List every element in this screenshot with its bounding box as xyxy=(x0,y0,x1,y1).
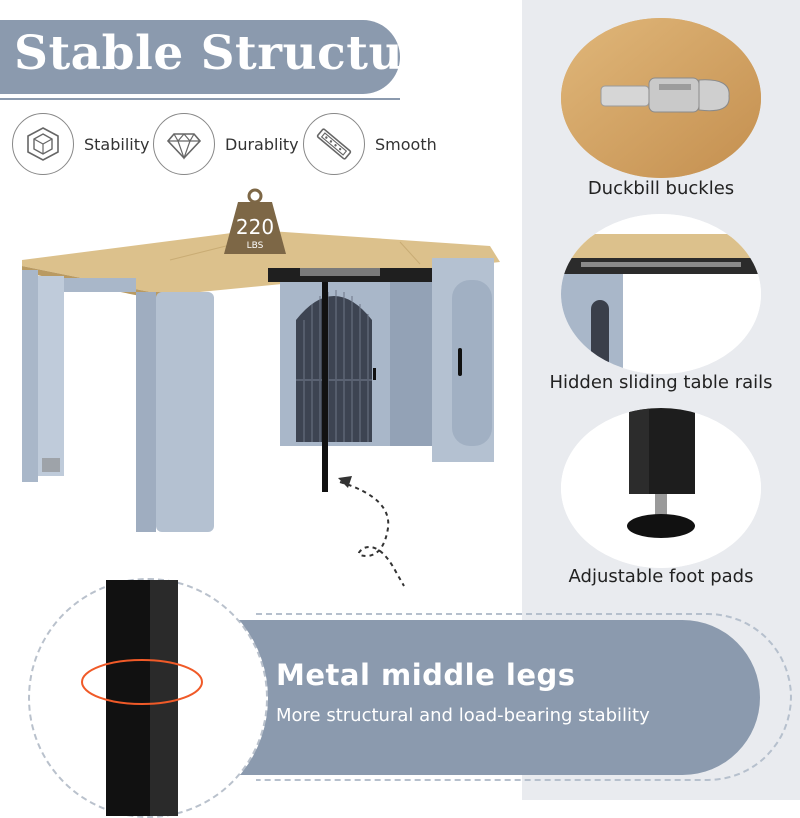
diamond-icon xyxy=(153,113,215,175)
rails-photo xyxy=(561,214,761,374)
page-title: Stable Structure xyxy=(14,26,459,81)
legs-subtitle: More structural and load-bearing stabili… xyxy=(276,705,650,726)
feature-smooth: Smooth xyxy=(303,112,437,176)
weight-icon xyxy=(224,188,286,254)
weight-unit: LBS xyxy=(246,241,264,251)
weight-value: 220 xyxy=(235,215,275,239)
title-banner xyxy=(0,20,400,100)
duckbill-caption: Duckbill buckles xyxy=(587,178,735,199)
feature-durability: Durablity xyxy=(153,112,299,176)
metal-leg-photo xyxy=(28,578,268,818)
rails-caption: Hidden sliding table rails xyxy=(549,372,773,393)
feature-label: Stability xyxy=(84,134,150,154)
feature-stability: Stability xyxy=(12,112,149,176)
duckbill-photo xyxy=(561,18,761,178)
legs-banner-outline xyxy=(256,613,792,781)
foot-pad-photo xyxy=(561,408,761,568)
feature-label: Durablity xyxy=(225,134,299,154)
legs-title: Metal middle legs xyxy=(276,658,576,692)
cube-icon xyxy=(12,113,74,175)
rail-icon xyxy=(303,113,365,175)
foot-pad-caption: Adjustable foot pads xyxy=(568,566,754,587)
feature-label: Smooth xyxy=(375,134,437,154)
table-illustration xyxy=(22,230,500,587)
